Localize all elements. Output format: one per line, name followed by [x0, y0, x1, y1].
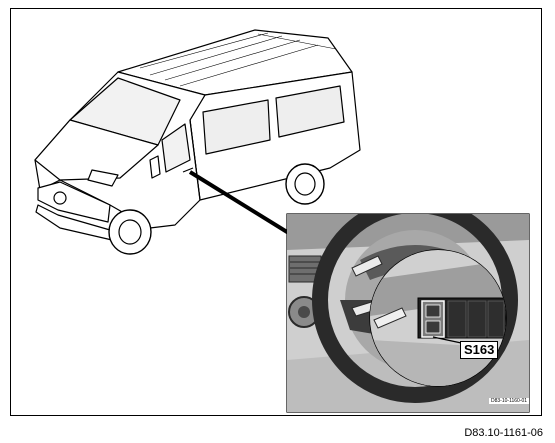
van-headlight	[87, 169, 119, 187]
van-door-window	[161, 123, 191, 173]
van-door-line	[182, 119, 201, 201]
van-front-hub	[118, 219, 142, 245]
switch-blank-3	[487, 300, 505, 338]
photo-reference: D83-10-1160-01	[489, 398, 530, 404]
switch-s163-bottom	[425, 320, 441, 334]
van-side-window-1	[202, 99, 271, 155]
air-vent-louvers	[290, 261, 320, 275]
van-roof-ribs	[139, 32, 337, 87]
lens-lever	[373, 307, 407, 329]
van-mirror	[149, 155, 161, 179]
document-reference: D83.10-1161-06	[464, 427, 543, 439]
steering-wheel-rim	[312, 214, 518, 403]
component-label-s163: S163	[460, 341, 499, 359]
leader-line	[188, 170, 302, 242]
van-side-window-2	[275, 85, 345, 138]
van-hood	[34, 119, 159, 181]
switch-s163-top	[425, 304, 441, 318]
van-emblem	[53, 191, 67, 205]
van-grille	[37, 181, 111, 223]
lens-spoke	[370, 260, 506, 316]
light-switch-center	[298, 306, 310, 318]
stalk-lever	[351, 255, 383, 277]
switch-blank-2	[467, 300, 487, 338]
van-rear-hub	[294, 172, 316, 196]
van-drawing	[34, 29, 361, 255]
switch-blank-1	[447, 300, 467, 338]
photo-inset	[286, 213, 530, 413]
